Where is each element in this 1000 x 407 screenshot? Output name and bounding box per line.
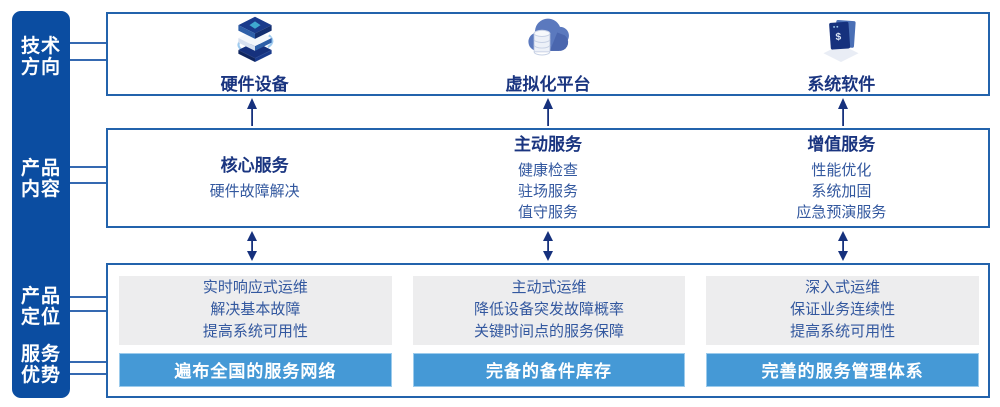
sidebar-rail: 技术 方向 产品 内容 产品 定位 服务 优势 bbox=[12, 11, 70, 398]
positioning-line: 降低设备突发故障概率 bbox=[474, 301, 625, 319]
connector-line bbox=[70, 59, 107, 61]
connector-line bbox=[70, 361, 107, 363]
tech-item-label: 系统软件 bbox=[807, 74, 876, 94]
tech-item-label: 虚拟化平台 bbox=[505, 74, 591, 94]
connector-line bbox=[70, 296, 107, 298]
connector-line bbox=[70, 373, 107, 375]
positioning-line: 提高系统可用性 bbox=[202, 323, 308, 341]
service-column-title: 增值服务 bbox=[807, 135, 876, 154]
svg-text:$: $ bbox=[835, 31, 842, 42]
service-item: 硬件故障解决 bbox=[209, 183, 300, 200]
connector-line bbox=[70, 166, 107, 168]
tech-direction-box: 硬件设备 虚拟化平台 bbox=[106, 12, 990, 96]
service-column-value-added: 增值服务 性能优化 系统加固 应急预演服务 bbox=[695, 130, 988, 226]
position-column-proactive: 主动式运维 降低设备突发故障概率 关键时间点的服务保障 完备的备件库存 bbox=[412, 276, 686, 387]
connector-line bbox=[70, 182, 107, 184]
positioning-panel: 主动式运维 降低设备突发故障概率 关键时间点的服务保障 bbox=[412, 276, 686, 345]
tech-item-hardware: 硬件设备 bbox=[108, 14, 401, 94]
service-column-title: 核心服务 bbox=[220, 156, 289, 175]
positioning-panel: 深入式运维 保证业务连续性 提高系统可用性 bbox=[706, 276, 980, 345]
connector-line bbox=[70, 42, 107, 44]
advantage-bar: 完备的备件库存 bbox=[412, 352, 686, 387]
service-column-proactive: 主动服务 健康检查 驻场服务 值守服务 bbox=[401, 130, 694, 226]
positioning-line: 实时响应式运维 bbox=[202, 279, 308, 297]
server-stack-icon bbox=[228, 14, 282, 67]
positioning-line: 保证业务连续性 bbox=[790, 301, 896, 319]
service-column-core: 核心服务 硬件故障解决 bbox=[108, 130, 401, 226]
sidebar-item-product-content: 产品 内容 bbox=[20, 158, 61, 200]
service-item: 值守服务 bbox=[517, 204, 578, 221]
position-column-deep: 深入式运维 保证业务连续性 提高系统可用性 完善的服务管理体系 bbox=[706, 276, 980, 387]
service-item: 驻场服务 bbox=[517, 183, 578, 200]
double-arrow bbox=[838, 231, 848, 261]
position-column-realtime: 实时响应式运维 解决基本故障 提高系统可用性 遍布全国的服务网络 bbox=[119, 276, 392, 387]
tech-item-virtualization: 虚拟化平台 bbox=[401, 14, 694, 94]
sidebar-item-product-position: 产品 定位 bbox=[20, 286, 61, 328]
advantage-bar: 遍布全国的服务网络 bbox=[119, 352, 392, 387]
product-position-box: 实时响应式运维 解决基本故障 提高系统可用性 遍布全国的服务网络 主动式运维 降… bbox=[106, 263, 990, 398]
code-window-icon: $ bbox=[814, 14, 868, 67]
up-arrow bbox=[543, 98, 553, 126]
positioning-line: 深入式运维 bbox=[805, 279, 881, 297]
service-item: 性能优化 bbox=[811, 162, 872, 179]
double-arrow bbox=[543, 231, 553, 261]
cloud-database-icon bbox=[521, 14, 575, 67]
positioning-line: 主动式运维 bbox=[511, 279, 587, 297]
positioning-panel: 实时响应式运维 解决基本故障 提高系统可用性 bbox=[119, 276, 392, 345]
sidebar-item-tech-direction: 技术 方向 bbox=[20, 36, 61, 78]
positioning-line: 解决基本故障 bbox=[210, 301, 301, 319]
connector-line bbox=[70, 310, 107, 312]
service-item: 应急预演服务 bbox=[796, 204, 887, 221]
double-arrow bbox=[247, 231, 257, 261]
positioning-line: 关键时间点的服务保障 bbox=[474, 323, 625, 341]
advantage-bar: 完善的服务管理体系 bbox=[706, 352, 980, 387]
tech-item-system-software: $ 系统软件 bbox=[695, 14, 988, 94]
positioning-line: 提高系统可用性 bbox=[790, 323, 896, 341]
tech-item-label: 硬件设备 bbox=[220, 74, 289, 94]
up-arrow bbox=[247, 98, 257, 126]
service-item: 系统加固 bbox=[811, 183, 872, 200]
product-content-box: 核心服务 硬件故障解决 主动服务 健康检查 驻场服务 值守服务 增值服务 性能优… bbox=[106, 128, 990, 228]
service-column-title: 主动服务 bbox=[513, 135, 582, 154]
sidebar-item-service-advantage: 服务 优势 bbox=[20, 344, 61, 386]
service-item: 健康检查 bbox=[517, 162, 578, 179]
up-arrow bbox=[838, 98, 848, 126]
